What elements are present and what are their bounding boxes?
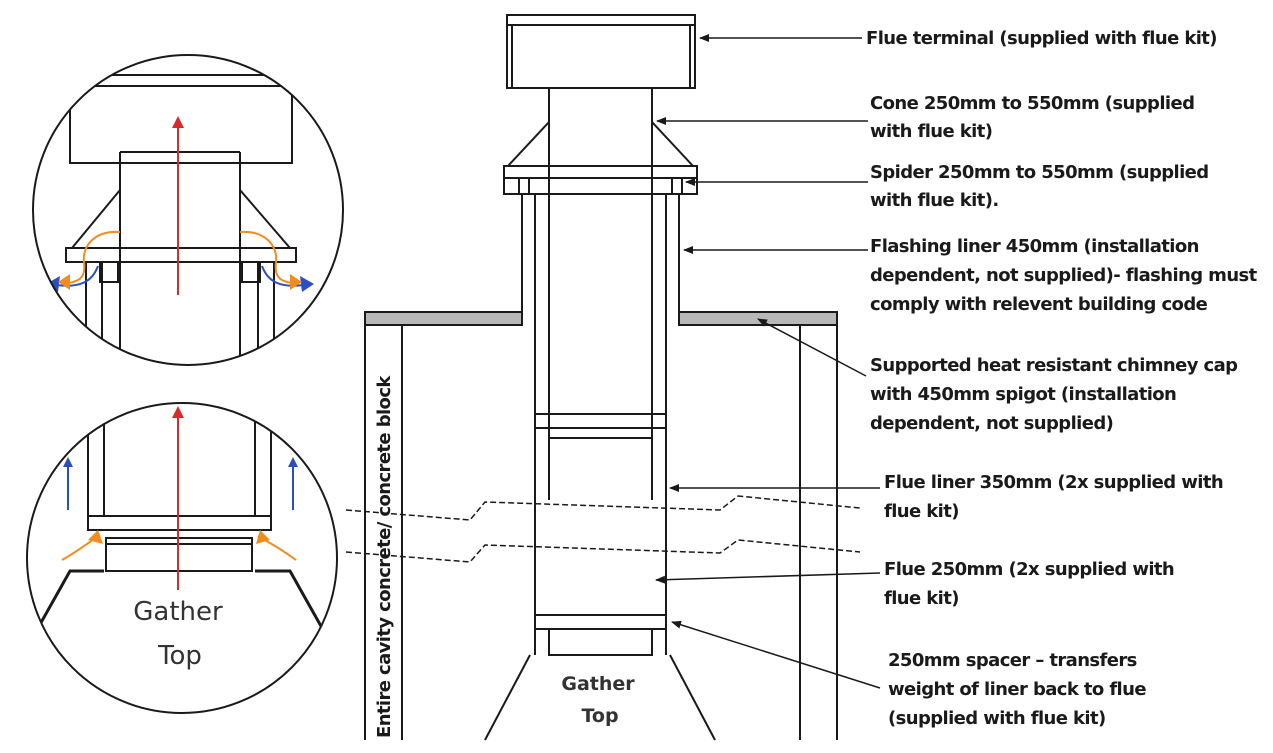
main-section bbox=[345, 14, 861, 741]
label-flue-terminal: Flue terminal (supplied with flue kit) bbox=[866, 28, 1217, 49]
label-flashing-2: dependent, not supplied)- flashing must bbox=[870, 265, 1258, 286]
label-cone-1: Cone 250mm to 550mm (supplied bbox=[870, 93, 1194, 114]
leader-flue bbox=[655, 572, 881, 584]
flow-right-blue bbox=[261, 265, 305, 287]
detail-circle-bottom: Gather Top bbox=[26, 402, 338, 714]
orange-head-right bbox=[290, 274, 302, 290]
gather-top-main bbox=[484, 654, 716, 741]
leader-spacer bbox=[671, 620, 881, 689]
label-cone-2: with flue kit) bbox=[870, 121, 992, 142]
break-lines bbox=[345, 495, 861, 563]
flow-left-blue bbox=[55, 265, 99, 287]
label-spider-1: Spider 250mm to 550mm (supplied bbox=[870, 162, 1209, 183]
top-circle-outline bbox=[32, 54, 344, 366]
label-flashing-3: comply with relevent building code bbox=[870, 294, 1208, 315]
leader-lines bbox=[655, 34, 881, 689]
bottom-circle-outline bbox=[26, 402, 338, 714]
label-cap-2: with 450mm spigot (installation bbox=[870, 384, 1176, 405]
blue-head-right bbox=[300, 276, 314, 292]
label-flue-2: flue kit) bbox=[884, 588, 959, 609]
label-cap-3: dependent, not supplied) bbox=[870, 413, 1113, 434]
labels: Flue terminal (supplied with flue kit) C… bbox=[866, 28, 1258, 729]
gather-label-detail: Gather bbox=[133, 597, 223, 627]
flow-left-orange bbox=[61, 230, 121, 285]
flue-terminal bbox=[506, 14, 696, 89]
flue-pipe-upper bbox=[548, 88, 653, 500]
top-label-detail: Top bbox=[157, 641, 202, 671]
chimney-walls bbox=[364, 325, 838, 740]
liner-joint bbox=[534, 413, 667, 439]
label-liner-1: Flue liner 350mm (2x supplied with bbox=[884, 472, 1223, 493]
label-spacer-1: 250mm spacer – transfers bbox=[888, 650, 1137, 671]
top-label-main: Top bbox=[581, 705, 618, 727]
label-cap-1: Supported heat resistant chimney cap bbox=[870, 355, 1238, 376]
spider bbox=[503, 165, 698, 195]
flow-right-orange bbox=[239, 230, 299, 285]
blue-head-left bbox=[46, 276, 60, 292]
label-flashing-1: Flashing liner 450mm (installation bbox=[870, 236, 1199, 257]
label-spider-2: with flue kit). bbox=[870, 190, 999, 211]
wall-label: Entire cavity concrete/ concrete block bbox=[374, 375, 395, 738]
label-flue-1: Flue 250mm (2x supplied with bbox=[884, 559, 1174, 580]
label-spacer-3: (supplied with flue kit) bbox=[888, 708, 1106, 729]
detail-circle-top bbox=[32, 54, 344, 366]
flashing-liner bbox=[521, 194, 680, 312]
gather-label-main: Gather bbox=[561, 673, 635, 695]
leader-cap bbox=[757, 318, 867, 377]
chimney-cap bbox=[364, 311, 838, 326]
label-liner-2: flue kit) bbox=[884, 501, 959, 522]
orange-head-left bbox=[58, 274, 70, 290]
label-spacer-2: weight of liner back to flue bbox=[888, 679, 1146, 700]
cone bbox=[507, 121, 694, 167]
spacer bbox=[534, 614, 667, 656]
flue-liner bbox=[534, 194, 667, 655]
